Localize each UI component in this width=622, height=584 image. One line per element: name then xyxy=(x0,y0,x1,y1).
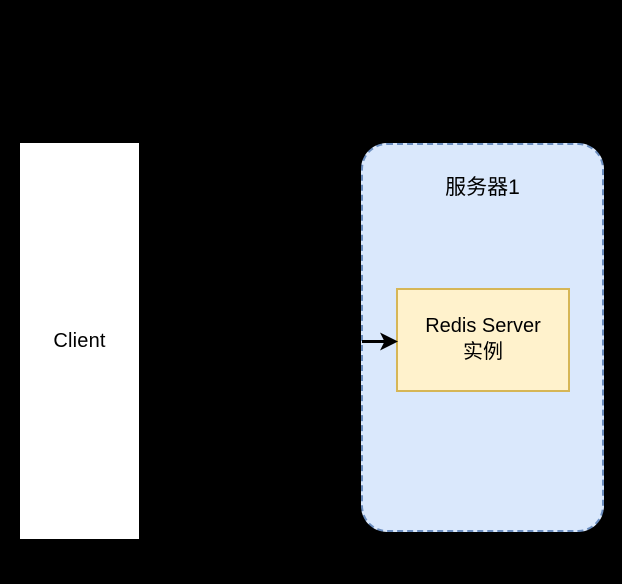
node-redis-instance[interactable]: Redis Server 实例 xyxy=(396,288,570,392)
node-client-label: Client xyxy=(53,329,106,352)
node-redis-instance-label-line2: 实例 xyxy=(463,341,503,363)
arrowhead-icon xyxy=(380,332,398,351)
node-redis-instance-label-line1: Redis Server xyxy=(425,315,541,338)
node-client[interactable]: Client xyxy=(20,143,139,539)
edge-client-to-redis-arrow[interactable] xyxy=(356,326,402,358)
node-server-label: 服务器1 xyxy=(445,176,520,199)
